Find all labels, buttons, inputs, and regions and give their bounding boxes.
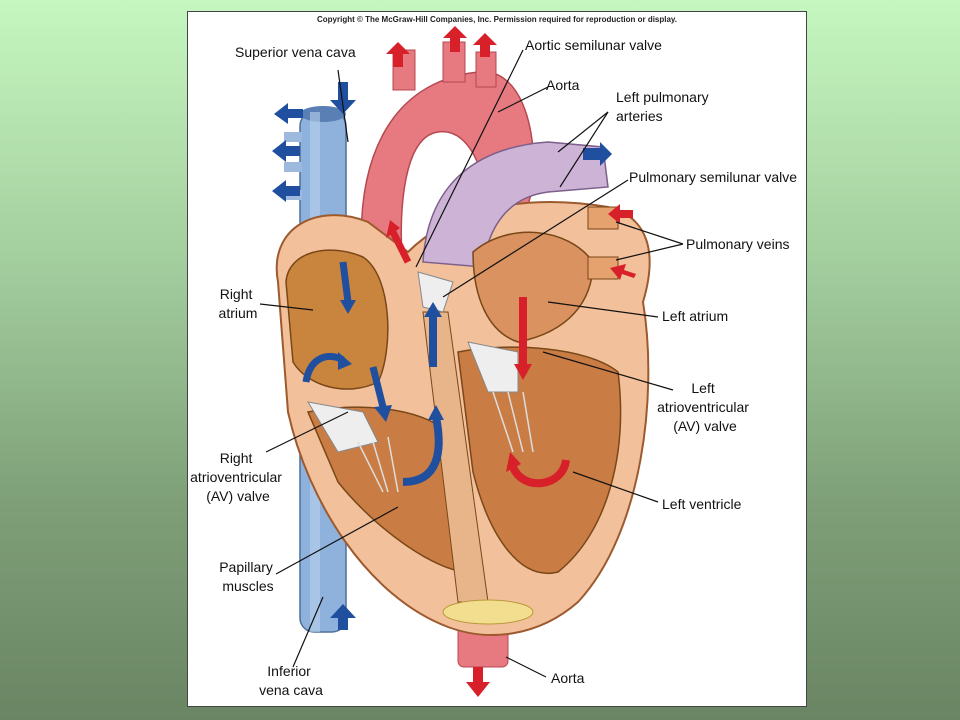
label-pulmonary-veins: Pulmonary veins [686, 236, 790, 252]
blue-arrow-lpa-out [583, 142, 612, 166]
label-left-pulmonary-arteries: Left pulmonary arteries [616, 89, 713, 124]
label-right-atrium: Right atrium [219, 286, 258, 321]
blue-arrow-rv-in [369, 366, 387, 408]
red-arrow-aorta-out-2 [443, 26, 467, 52]
copyright-notice: Copyright © The McGraw-Hill Companies, I… [316, 15, 678, 24]
red-arrow-aortic-out [389, 230, 412, 264]
label-left-ventricle: Left ventricle [662, 496, 742, 512]
oxygenated-flow-arrows [386, 26, 636, 697]
label-superior-vena-cava: Superior vena cava [235, 44, 356, 60]
blue-arrow-branch-2 [272, 140, 300, 162]
blue-arrow-ra-1 [339, 261, 352, 303]
blue-arrow-svc-in [330, 82, 356, 114]
deoxygenated-flow-arrows [272, 82, 612, 630]
red-arrow-aorta-out-1 [386, 42, 410, 67]
label-aorta-bottom: Aorta [551, 670, 585, 686]
blue-arrow-branch-3 [272, 180, 300, 202]
label-left-av-valve: Left atrioventricular (AV) valve [657, 380, 753, 434]
heart-diagram: Superior vena cava Aortic semilunar valv… [190, 26, 797, 698]
label-aorta-top: Aorta [546, 77, 580, 93]
label-aortic-semilunar-valve: Aortic semilunar valve [525, 37, 662, 53]
blue-arrow-ivc-in [330, 604, 356, 630]
red-arrow-pv-in-2 [610, 264, 636, 280]
label-right-av-valve: Right atrioventricular (AV) valve [190, 450, 286, 504]
label-left-atrium: Left atrium [662, 308, 728, 324]
red-arrow-pv-in-1 [608, 204, 633, 224]
diagram-panel: Copyright © The McGraw-Hill Companies, I… [187, 11, 807, 707]
red-arrow-aorta-down [466, 667, 490, 697]
label-pulmonary-semilunar-valve: Pulmonary semilunar valve [629, 169, 797, 185]
label-inferior-vena-cava: Inferior vena cava [259, 663, 323, 698]
red-arrow-aorta-out-3 [473, 33, 497, 57]
blue-arrow-branch-1 [274, 103, 303, 124]
label-papillary-muscles: Papillary muscles [219, 559, 277, 594]
blue-arrow-rv-loop [402, 416, 443, 486]
label-leader-lines [259, 49, 684, 678]
red-arrow-lv-loop [509, 459, 570, 488]
diagram-labels: Superior vena cava Aortic semilunar valv… [190, 37, 797, 698]
